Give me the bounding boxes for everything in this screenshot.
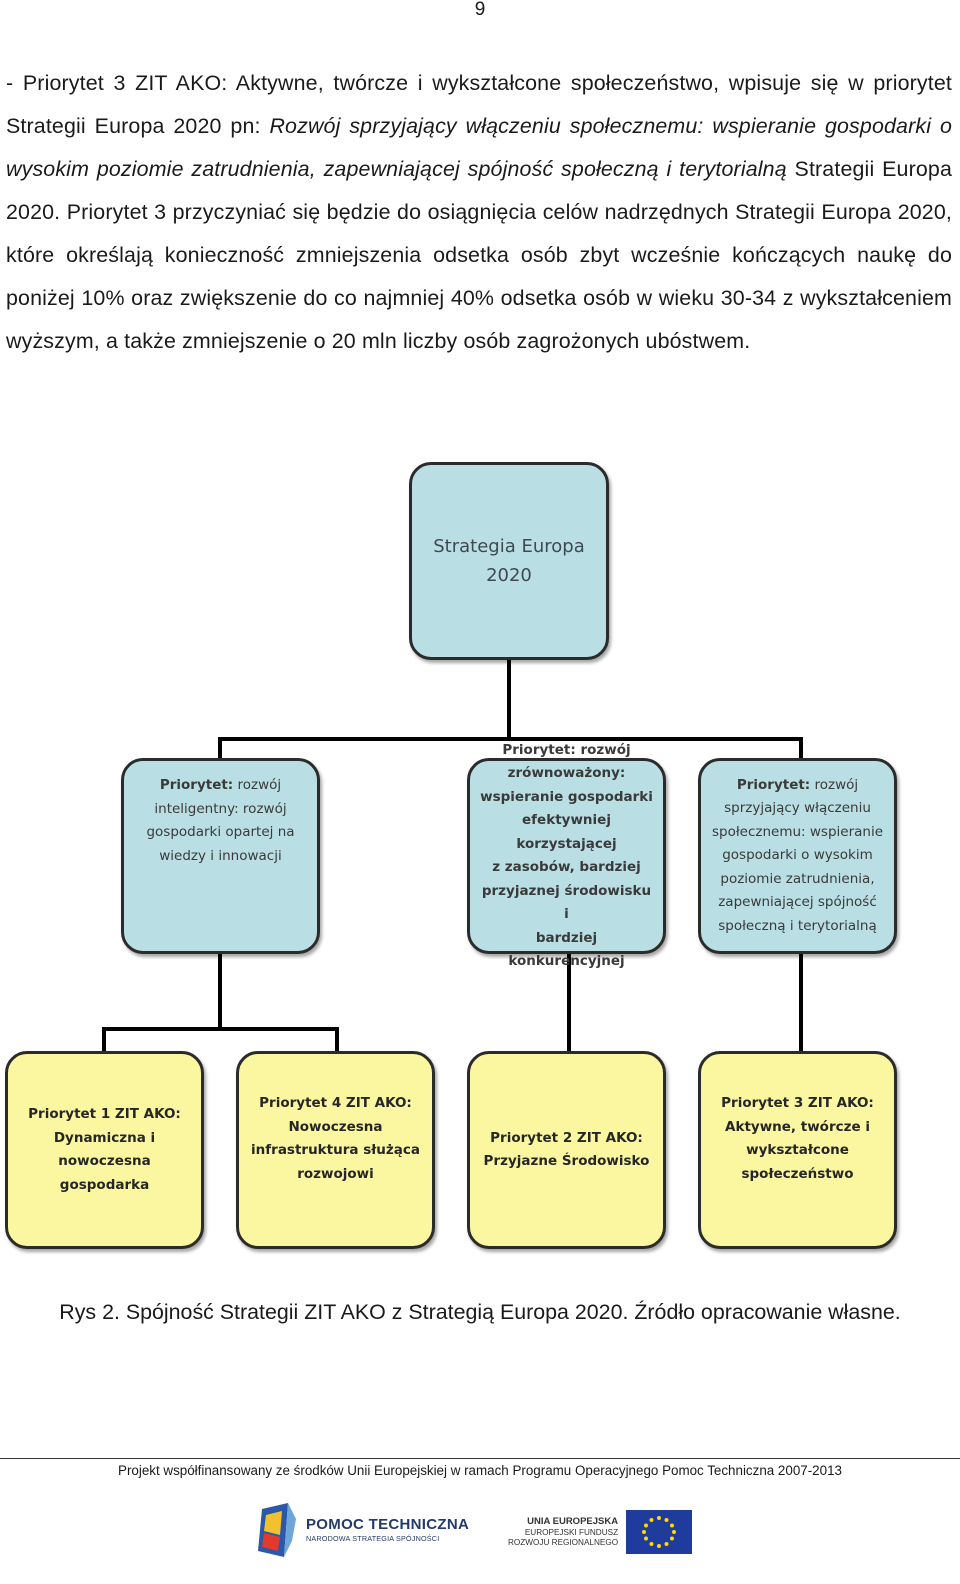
eu-priority-2-line-4: z zasobów, bardziej: [492, 859, 641, 875]
body-paragraph: - Priorytet 3 ZIT AKO: Aktywne, twórcze …: [6, 62, 952, 363]
eu-priority-inclusive: Priorytet: rozwój sprzyjający włączeniu sp…: [698, 758, 897, 954]
connector-right-down: [799, 737, 803, 761]
connector-zit1-down: [102, 1027, 106, 1052]
eu-priority-2-line-0: rozwój: [575, 741, 631, 758]
connector-left-down: [218, 737, 222, 761]
eu-priority-1-line-0: rozwój: [233, 777, 282, 793]
zit-priority-3-line-2: wykształcone: [746, 1142, 849, 1158]
root-line1: Strategia Europa: [433, 536, 585, 557]
connector-zit4-down: [335, 1027, 339, 1052]
eu-priority-2-label: Priorytet:: [502, 741, 576, 758]
paragraph-lead: - Priorytet 3 ZIT AKO: Aktywne, twórcze …: [6, 71, 952, 138]
zit-priority-3-line-1: Aktywne, twórcze i: [725, 1118, 870, 1135]
pt-logo-subtitle: NARODOWA STRATEGIA SPÓJNOŚCI: [306, 1534, 440, 1543]
zit-priority-1: Priorytet 1 ZIT AKO: Dynamiczna i nowoczes…: [5, 1051, 204, 1249]
eu-priority-1-label: Priorytet:: [159, 777, 234, 793]
paragraph-rest: Strategii Europa 2020. Priorytet 3 przyc…: [6, 157, 952, 353]
eu-priority-1-line-3: wiedzy i innowacji: [159, 847, 282, 864]
eu-priority-2-line-6: bardziej konkurencyjnej: [508, 929, 625, 970]
connector-bottom-bar: [102, 1027, 339, 1031]
zit-priority-1-line-0: Priorytet 1 ZIT AKO:: [28, 1106, 181, 1122]
eu-priority-3-line-1: sprzyjający włączeniu: [724, 800, 871, 817]
paragraph-italic: Rozwój sprzyjający włączeniu społecznemu…: [6, 114, 952, 181]
footer-divider: [0, 1458, 960, 1459]
eu-logo: UNIA EUROPEJSKA EUROPEJSKI FUNDUSZ ROZWO…: [508, 1510, 693, 1554]
eu-priority-2-line-1: zrównoważony:: [507, 765, 626, 781]
root-line2: 2020: [486, 565, 532, 586]
page-number: 9: [474, 0, 486, 20]
pomoc-techniczna-logo: POMOC TECHNICZNA NARODOWA STRATEGIA SPÓJ…: [258, 1500, 469, 1560]
figure-caption: Rys 2. Spójność Strategii ZIT AKO z Stra…: [59, 1300, 901, 1324]
connector-top-bar: [218, 737, 802, 741]
eu-logo-line1: UNIA EUROPEJSKA: [527, 1515, 619, 1527]
connector-left-col: [218, 952, 222, 1030]
pt-logo-title: POMOC TECHNICZNA: [306, 1516, 470, 1533]
zit-priority-4-line-1: Nowoczesna: [288, 1118, 383, 1135]
connector-right-col: [799, 952, 803, 1052]
eu-priority-3-line-4: poziomie zatrudnienia,: [720, 870, 875, 887]
eu-logo-line3: ROZWOJU REGIONALNEGO: [508, 1538, 619, 1547]
eu-priority-3-label: Priorytet:: [736, 776, 811, 793]
eu-flag-icon: [626, 1510, 693, 1554]
zit-priority-4-line-0: Priorytet 4 ZIT AKO:: [259, 1095, 412, 1111]
connector-root-down: [507, 659, 511, 740]
footer-text: Projekt współfinansowany ze środków Unii…: [118, 1463, 842, 1478]
zit-priority-1-line-1: Dynamiczna i: [53, 1129, 156, 1146]
eu-priority-1-line-2: gospodarki opartej na: [146, 824, 295, 840]
zit-priority-2-line-0: Priorytet 2 ZIT AKO:: [490, 1129, 643, 1146]
zit-priority-4-line-3: rozwojowi: [297, 1165, 374, 1182]
eu-priority-2-line-2: wspieranie gospodarki: [480, 788, 653, 805]
eu-priority-3-line-3: gospodarki o wysokim: [722, 847, 873, 864]
eu-priority-3-line-0: rozwój: [810, 776, 859, 793]
eu-priority-sustainable: Priorytet: rozwój zrównoważony: wspieranie…: [467, 742, 666, 969]
eu-logo-line2: EUROPEJSKI FUNDUSZ: [524, 1527, 619, 1537]
root-box-europa-2020: Strategia Europa 2020: [409, 462, 609, 660]
zit-priority-3-line-0: Priorytet 3 ZIT AKO:: [721, 1095, 874, 1111]
eu-priority-smart: Priorytet: rozwój inteligentny: rozwój gos…: [121, 758, 320, 954]
eu-priority-2-line-5: przyjaznej środowisku i: [481, 882, 652, 923]
zit-priority-2: Priorytet 2 ZIT AKO: Przyjazne Środowisko: [467, 1051, 666, 1249]
eu-priority-2-line-3: efektywniej korzystającej: [516, 812, 617, 852]
eu-priority-3-line-2: społecznemu: wspieranie: [711, 823, 884, 840]
zit-priority-4: Priorytet 4 ZIT AKO: Nowoczesna infrastruk…: [236, 1051, 435, 1249]
pomoc-techniczna-emblem-icon: [258, 1503, 296, 1557]
eu-priority-3-line-5: zapewniającej spójność: [718, 894, 877, 911]
connector-mid-col: [567, 952, 571, 1052]
zit-priority-3: Priorytet 3 ZIT AKO: Aktywne, twórcze i wy…: [698, 1051, 897, 1249]
zit-priority-2-line-1: Przyjazne Środowisko: [483, 1153, 650, 1169]
zit-priority-1-line-2: nowoczesna gospodarka: [58, 1153, 151, 1193]
eu-priority-3-line-6: społeczną i terytorialną: [718, 917, 877, 934]
zit-priority-4-line-2: infrastruktura służąca: [251, 1142, 420, 1158]
zit-priority-3-line-3: społeczeństwo: [741, 1165, 854, 1182]
eu-priority-1-line-1: inteligentny: rozwój: [154, 800, 287, 817]
